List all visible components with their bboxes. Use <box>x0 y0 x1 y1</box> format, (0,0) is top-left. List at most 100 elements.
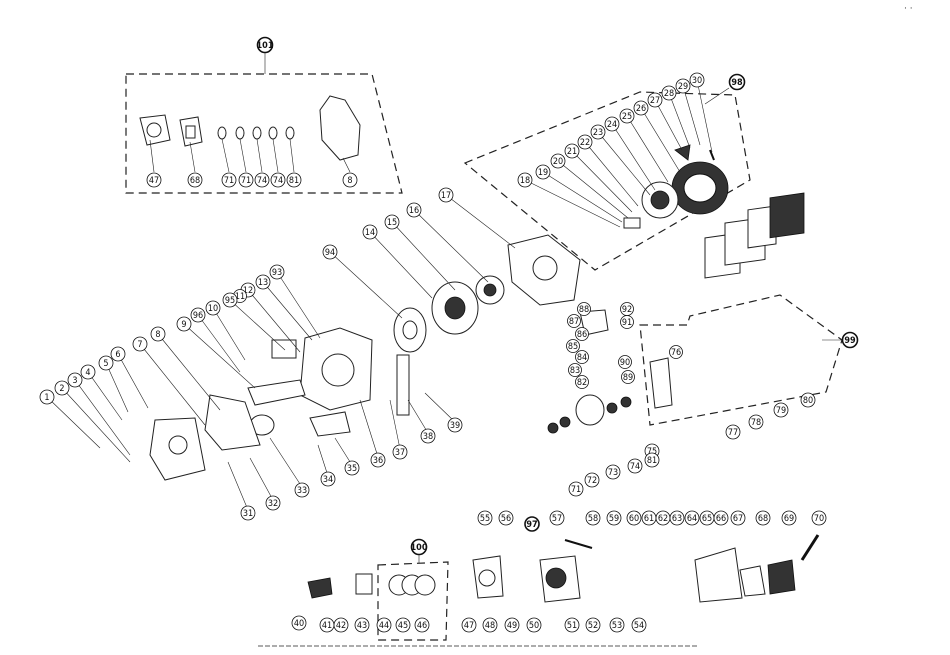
callout-label: 43 <box>357 621 367 631</box>
callout-bubble <box>420 428 436 444</box>
callout-bubble <box>146 172 162 188</box>
callout-label: 10 <box>208 304 218 314</box>
callout-bubble <box>176 316 192 332</box>
callout-61: 61 <box>641 510 657 526</box>
callout-label: 81 <box>289 176 299 186</box>
callout-89: 89 <box>621 370 635 384</box>
callout-label: 74 <box>630 462 640 472</box>
callout-label: 100 <box>411 543 428 553</box>
callout-15: 15 <box>384 214 400 230</box>
callout-bubble <box>342 172 358 188</box>
pulley <box>393 307 427 353</box>
callout-bubble <box>39 389 55 405</box>
callout-label: 69 <box>784 514 794 524</box>
callout-bubble <box>132 336 148 352</box>
callout-label: 32 <box>268 499 278 509</box>
callout-label: 47 <box>464 621 474 631</box>
callout-18: 18 <box>517 172 533 188</box>
callout-label: 13 <box>258 278 268 288</box>
callout-bubble <box>647 92 663 108</box>
callout-77: 77 <box>725 424 741 440</box>
callout-27: 27 <box>647 92 663 108</box>
callout-label: 14 <box>365 228 375 238</box>
callout-54: 54 <box>631 617 647 633</box>
callout-98: 98 <box>728 73 746 91</box>
callout-label: 5 <box>103 359 108 369</box>
callout-bubble <box>781 510 797 526</box>
callout-5: 5 <box>98 355 114 371</box>
callout-bubble <box>590 124 606 140</box>
callout-label: 12 <box>243 286 253 296</box>
callout-47: 47 <box>461 617 477 633</box>
callout-68: 68 <box>755 510 771 526</box>
callout-45: 45 <box>395 617 411 633</box>
callout-bubble <box>438 187 454 203</box>
callout-30: 30 <box>689 72 705 88</box>
callout-bubble <box>98 355 114 371</box>
callout-label: 94 <box>325 248 335 258</box>
callout-bubble <box>619 108 635 124</box>
callout-bubble <box>730 510 746 526</box>
callout-label: 49 <box>507 621 517 631</box>
callout-label: 83 <box>570 366 580 376</box>
callout-bubble <box>240 505 256 521</box>
callout-74: 74 <box>254 172 270 188</box>
callout-bubble <box>187 172 203 188</box>
callout-7: 7 <box>132 336 148 352</box>
callout-84: 84 <box>575 350 589 364</box>
callout-91: 91 <box>620 315 634 329</box>
callout-bubble <box>517 172 533 188</box>
callout-93: 93 <box>269 264 285 280</box>
callout-bubble <box>584 472 600 488</box>
callout-20: 20 <box>550 153 566 169</box>
callout-label: 74 <box>257 176 267 186</box>
callout-99: 99 <box>841 331 859 349</box>
callout-57: 57 <box>549 510 565 526</box>
callout-label: 7 <box>137 340 142 350</box>
callout-bubble <box>631 617 647 633</box>
callout-bubble <box>669 345 683 359</box>
callout-1: 1 <box>39 389 55 405</box>
callout-bubble <box>575 375 589 389</box>
callout-label: 28 <box>664 89 674 99</box>
callout-bubble <box>669 510 685 526</box>
callout-bubble <box>54 380 70 396</box>
callout-87: 87 <box>567 314 581 328</box>
callout-label: 44 <box>379 621 389 631</box>
callout-label: 82 <box>577 378 587 388</box>
callout-label: 64 <box>687 514 697 524</box>
callout-bubble <box>618 355 632 369</box>
callout-bubble <box>577 134 593 150</box>
callout-label: 38 <box>423 432 433 442</box>
callout-66: 66 <box>713 510 729 526</box>
callout-bubble <box>728 73 746 91</box>
callout-37: 37 <box>392 444 408 460</box>
callout-label: 76 <box>671 348 681 358</box>
callout-72: 72 <box>584 472 600 488</box>
callout-label: 70 <box>814 514 824 524</box>
callout-label: 98 <box>731 78 743 88</box>
cylinder-head-assembly <box>472 534 820 603</box>
callout-bubble <box>150 326 166 342</box>
callout-label: 55 <box>480 514 490 524</box>
callout-bubble <box>564 617 580 633</box>
callout-90: 90 <box>618 355 632 369</box>
callout-label: 52 <box>588 621 598 631</box>
callout-32: 32 <box>265 495 281 511</box>
callout-bubble <box>344 460 360 476</box>
callout-71: 71 <box>568 481 584 497</box>
callout-44: 44 <box>376 617 392 633</box>
callout-bubble <box>270 172 286 188</box>
callout-bubble <box>362 224 378 240</box>
callout-81: 81 <box>644 452 660 468</box>
callout-28: 28 <box>661 85 677 101</box>
callout-bubble <box>221 172 237 188</box>
callout-bubble <box>320 471 336 487</box>
callout-4: 4 <box>80 364 96 380</box>
callout-label: 77 <box>728 428 738 438</box>
callout-bubble <box>566 339 580 353</box>
callout-bubble <box>800 392 816 408</box>
callout-97: 97 <box>524 516 540 532</box>
